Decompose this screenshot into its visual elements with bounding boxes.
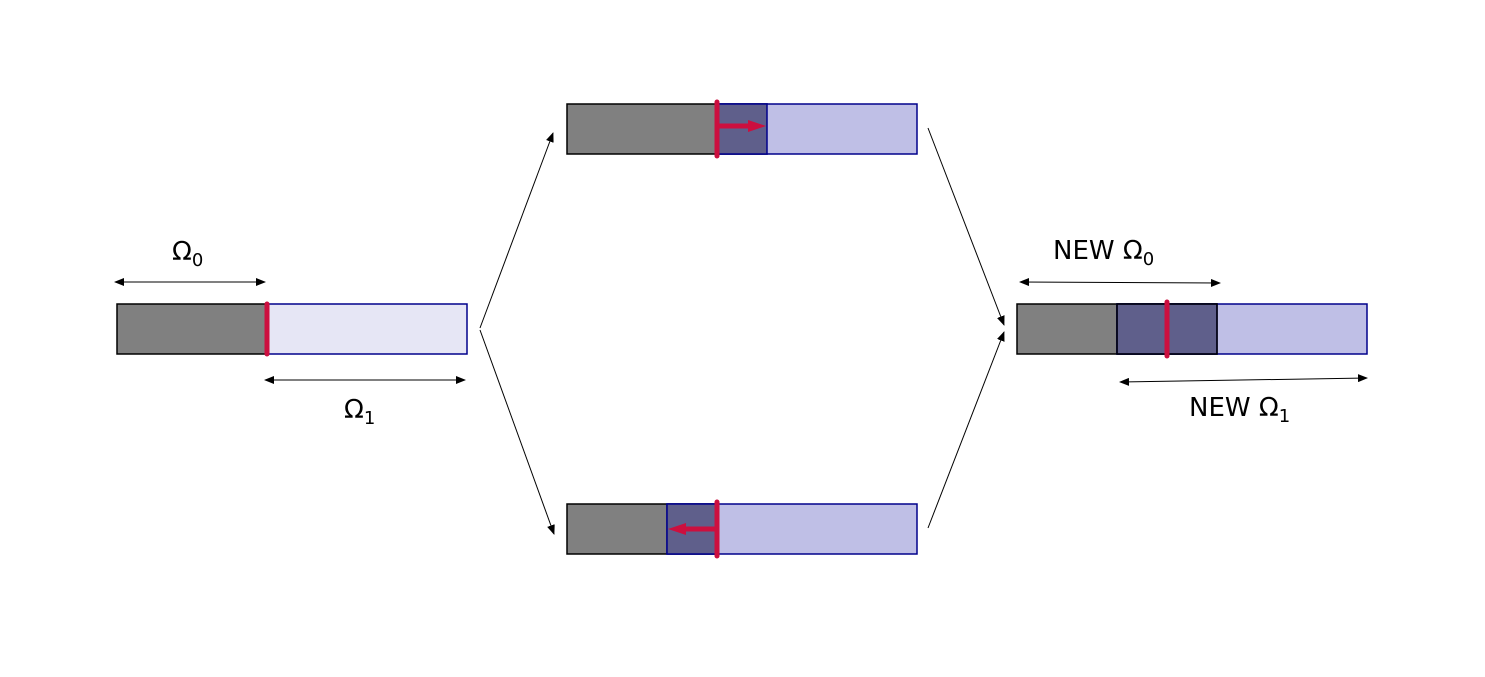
omega0-label: Ω0 (172, 237, 203, 271)
extension-right (566, 99, 918, 159)
flow-arrow-down-right (927, 127, 1005, 326)
new-decomposition: NEW Ω0 NEW Ω1 (1016, 236, 1368, 427)
new-omega1-label: NEW Ω1 (1189, 393, 1290, 427)
flow-arrow-down-left (479, 329, 555, 535)
overlap-region (716, 103, 768, 155)
flow-arrow-up-left (479, 132, 554, 329)
subdomain-0-block (116, 303, 268, 355)
new-omega0-label: NEW Ω0 (1053, 236, 1154, 270)
shift-arrow-right-icon (748, 120, 766, 132)
initial-decomposition: Ω0 Ω1 (114, 237, 468, 429)
omega1-label: Ω1 (344, 395, 375, 429)
flow-arrow-up-right (927, 331, 1005, 529)
subdomain-1-block (266, 303, 468, 355)
extension-left (566, 499, 918, 559)
shift-arrow-left-icon (668, 523, 686, 535)
new-omega0-extent-arrow (1019, 278, 1221, 287)
new-omega1-extent-arrow (1119, 374, 1368, 386)
